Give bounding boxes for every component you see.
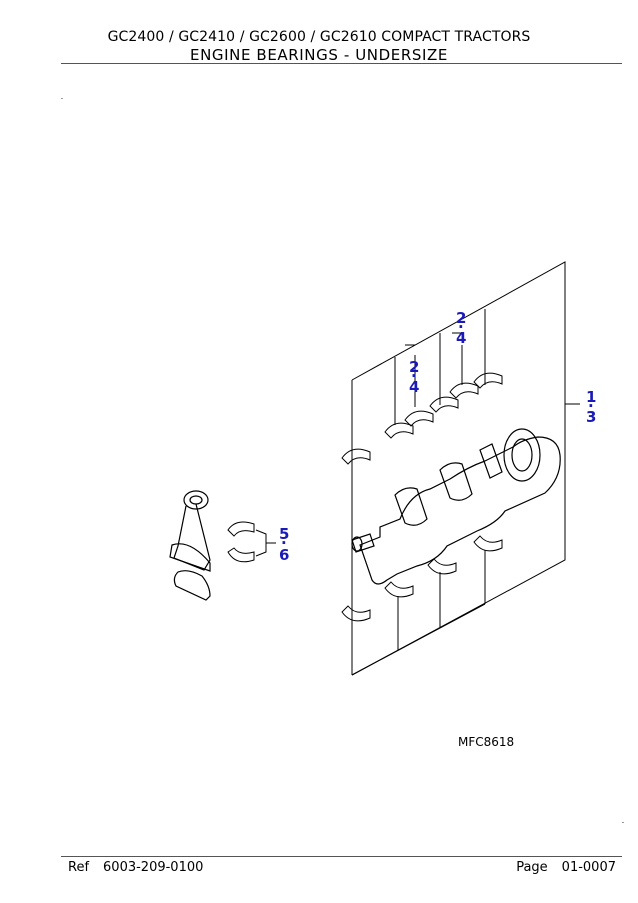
callout-crank-number: 1 [586, 388, 596, 406]
callout-main-bearing-number: 2 [409, 358, 419, 376]
header-divider [61, 63, 622, 64]
callout-thrust-alt: 4 [456, 329, 466, 347]
callout-main-bearing-alt: 4 [409, 378, 419, 396]
footer-divider [61, 856, 622, 857]
page-label: Page [516, 860, 548, 875]
callout-rod-number: 5 [279, 525, 289, 543]
footer-ref: Ref 6003-209-0100 [68, 860, 203, 875]
callout-crank-alt: 3 [586, 408, 596, 426]
main-bearing-shells-upper [341, 372, 503, 465]
callout-thrust-number: 2 [456, 309, 466, 327]
scan-speck [622, 822, 624, 823]
connecting-rod [169, 490, 211, 601]
rod-bearing-shells [227, 521, 255, 563]
frame-outline [351, 261, 566, 676]
main-bearing-shells-lower [341, 535, 503, 622]
callout-separator-dot: · [458, 318, 464, 336]
callout-group: 2 · 4 2 · 4 1 · 3 5 · 6 [279, 309, 596, 564]
page-title: ENGINE BEARINGS - UNDERSIZE [190, 46, 448, 64]
header-models: GC2400 / GC2410 / GC2600 / GC2610 COMPAC… [107, 29, 531, 45]
callout-separator-dot: · [411, 367, 417, 385]
footer-page: Page 01-0007 [516, 860, 616, 875]
scan-speck [61, 98, 63, 99]
ref-value: 6003-209-0100 [103, 860, 204, 875]
callout-separator-dot: · [588, 397, 594, 415]
callout-rod-alt: 6 [279, 546, 289, 564]
ref-label: Ref [68, 860, 90, 875]
callout-separator-dot: · [281, 534, 287, 552]
crankshaft [351, 428, 561, 585]
figure-number: MFC8618 [458, 735, 515, 749]
page-value: 01-0007 [561, 860, 616, 875]
